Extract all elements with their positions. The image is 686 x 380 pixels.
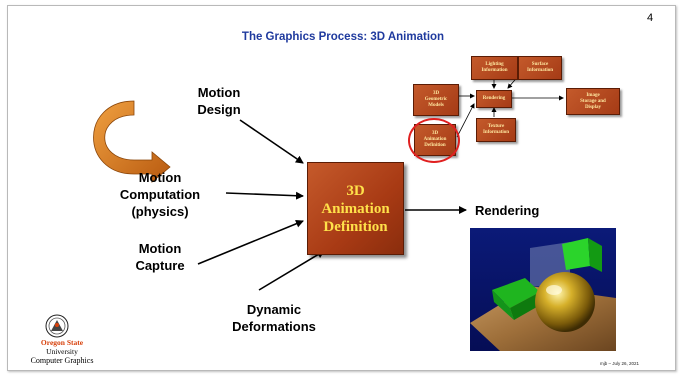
mini-rendering-box: Rendering: [476, 90, 512, 108]
slide-title: The Graphics Process: 3D Animation: [241, 31, 445, 43]
arrow-dynamic-deformations: [258, 250, 325, 291]
animation-definition-box: 3D Animation Definition: [307, 162, 404, 255]
arrow-motion-computation: [225, 191, 304, 200]
arrow-motion-design: [239, 119, 304, 164]
curved-arrow-icon: [93, 100, 171, 183]
osu-logo-text: Oregon State University Computer Graphic…: [30, 338, 94, 365]
slide-footer: mjb – July 26, 2021: [600, 361, 640, 366]
mini-lighting-box: Lighting Information: [471, 56, 518, 80]
slide-frame: [7, 5, 676, 371]
mini-texture-box: Texture Information: [476, 118, 516, 142]
motion-design-label: Motion Design: [197, 85, 241, 117]
rendering-label: Rendering: [475, 203, 540, 218]
motion-capture-label: Motion Capture: [135, 241, 185, 273]
rendered-scene-image: [470, 228, 616, 351]
dynamic-deformations-label: Dynamic Deformations: [232, 302, 316, 334]
arrow-motion-capture: [197, 219, 304, 265]
highlight-ring: [408, 118, 460, 163]
slide-number: 4: [647, 12, 654, 24]
mini-image-storage-box: Image Storage and Display: [566, 88, 620, 115]
osu-seal-icon: [45, 314, 69, 338]
mini-geometric-box: 3D Geometric Models: [413, 84, 459, 116]
motion-computation-label: Motion Computation (physics): [119, 170, 201, 219]
mini-surface-box: Surface Information: [518, 56, 562, 80]
